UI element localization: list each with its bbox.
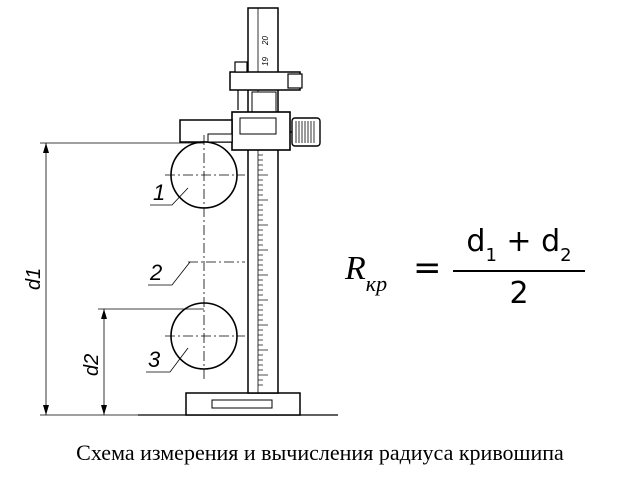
formula-symbol-r: R: [345, 250, 366, 287]
numerator-d1: d: [466, 224, 486, 259]
dim-d2-label: d2: [81, 354, 103, 376]
formula-lhs: Rкр: [345, 250, 388, 296]
part-label-1: 1: [153, 180, 165, 205]
d1-arrow-bottom: [43, 405, 49, 415]
upper-clamp-knob: [287, 73, 303, 89]
knurl-lines: [295, 121, 315, 143]
scale-number-top: 20: [261, 36, 270, 46]
numerator-plus: +: [496, 224, 542, 259]
radius-formula: Rкр = d1 + d2 2: [345, 224, 595, 318]
leader-3: [146, 347, 189, 373]
formula-equals: =: [413, 248, 442, 288]
upper-clamp-screw: [234, 61, 248, 73]
d2-arrow-bottom: [101, 405, 107, 415]
leader-2: [148, 261, 191, 286]
part-label-2: 2: [149, 260, 162, 285]
vernier-window: [251, 91, 277, 113]
numerator-d1-sub: 1: [485, 245, 497, 266]
formula-subscript-kr: кр: [365, 270, 388, 296]
formula-denominator: 2: [509, 276, 529, 311]
slider-window: [239, 117, 277, 135]
numerator-d2-sub: 2: [560, 245, 572, 266]
leader-1: [150, 187, 189, 206]
stand-base-slot: [211, 399, 273, 409]
arm-tip: [207, 133, 233, 143]
part-label-3: 3: [148, 347, 161, 372]
dim-d1-label: d1: [23, 268, 45, 290]
scale-number-second: 19: [261, 57, 270, 66]
fraction-bar: [453, 270, 585, 272]
formula-numerator: d1 + d2: [453, 224, 585, 266]
figure-caption: Схема измерения и вычисления радиуса кри…: [76, 440, 564, 465]
numerator-d2: d: [541, 224, 561, 259]
d1-arrow-top: [43, 143, 49, 153]
d2-arrow-top: [101, 309, 107, 319]
